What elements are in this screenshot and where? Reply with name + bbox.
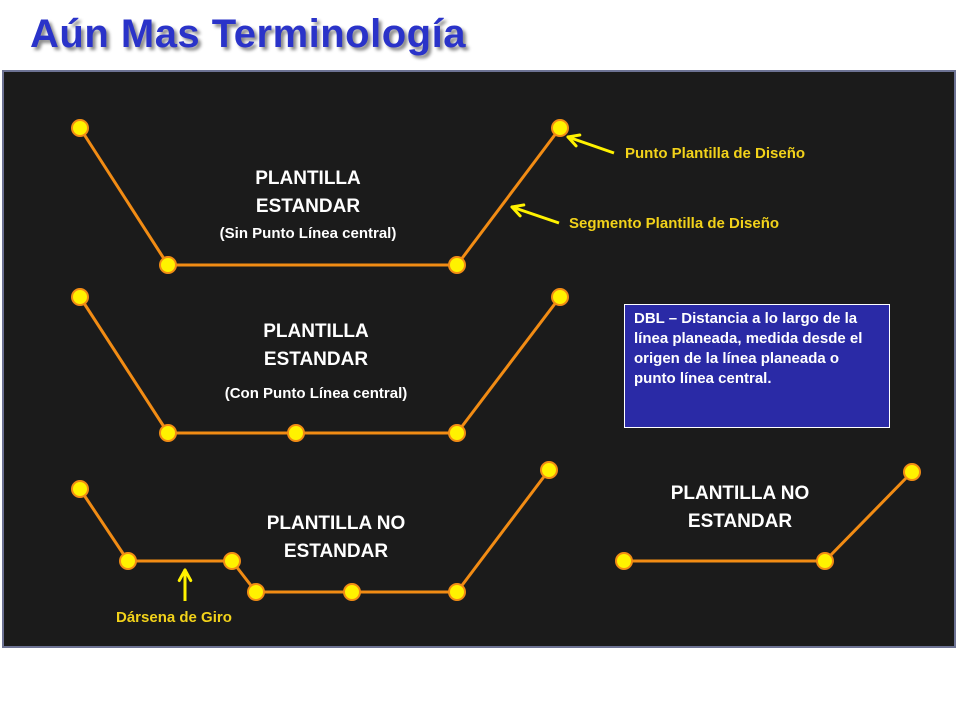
template-2-line2: ESTANDAR xyxy=(263,349,369,370)
template-3-label: PLANTILLA NO ESTANDAR xyxy=(236,510,436,566)
template-3-segment xyxy=(78,488,130,562)
template-4-line1: PLANTILLA NO xyxy=(670,483,810,504)
template-1-point xyxy=(71,119,89,137)
point-annotation: Punto Plantilla de Diseño xyxy=(625,145,806,162)
segment-arrow-icon xyxy=(510,203,560,225)
segment-annotation: Segmento Plantilla de Diseño xyxy=(569,215,780,232)
template-3-line1: PLANTILLA NO xyxy=(266,513,406,534)
template-3-point xyxy=(71,480,89,498)
dbl-info-box: DBL – Distancia a lo largo de la línea p… xyxy=(624,304,890,428)
template-1-line2: ESTANDAR xyxy=(255,196,361,217)
point-arrow-icon xyxy=(566,133,615,155)
template-1-point xyxy=(448,256,466,274)
template-1-sub: (Sin Punto Línea central) xyxy=(219,225,397,242)
template-3-point xyxy=(223,552,241,570)
template-2-line1: PLANTILLA xyxy=(263,321,369,342)
template-2-segment xyxy=(455,296,562,434)
template-1-point xyxy=(551,119,569,137)
template-3-point xyxy=(119,552,137,570)
turn-bay-annotation: Dársena de Giro xyxy=(116,609,232,626)
template-2-sub: (Con Punto Línea central) xyxy=(224,385,408,402)
template-1-segment xyxy=(455,127,562,266)
template-2-label: PLANTILLA ESTANDAR xyxy=(216,318,416,374)
template-3-segment xyxy=(455,469,551,593)
template-4-label: PLANTILLA NO ESTANDAR xyxy=(640,480,840,536)
template-3-point xyxy=(540,461,558,479)
template-4-segment xyxy=(823,470,914,563)
template-4-point xyxy=(903,463,921,481)
template-2-point xyxy=(287,424,305,442)
template-2-point xyxy=(551,288,569,306)
template-1-point xyxy=(159,256,177,274)
template-2-point xyxy=(448,424,466,442)
template-1-segment xyxy=(78,127,170,266)
template-2-point xyxy=(159,424,177,442)
template-2-point xyxy=(71,288,89,306)
dbl-note: DBL – Distancia a lo largo de la línea p… xyxy=(634,310,863,387)
slide-title: Aún Mas Terminología xyxy=(30,12,466,56)
turn-bay-arrow-icon xyxy=(177,568,193,601)
template-3-point xyxy=(448,583,466,601)
template-3-line2: ESTANDAR xyxy=(283,541,389,562)
template-4-line2: ESTANDAR xyxy=(687,511,793,532)
template-1-line1: PLANTILLA xyxy=(255,168,361,189)
template-3-point xyxy=(343,583,361,601)
template-4-point xyxy=(615,552,633,570)
template-3-point xyxy=(247,583,265,601)
template-1-label: PLANTILLA ESTANDAR xyxy=(208,165,408,221)
template-2-segment xyxy=(78,296,170,434)
template-4-point xyxy=(816,552,834,570)
